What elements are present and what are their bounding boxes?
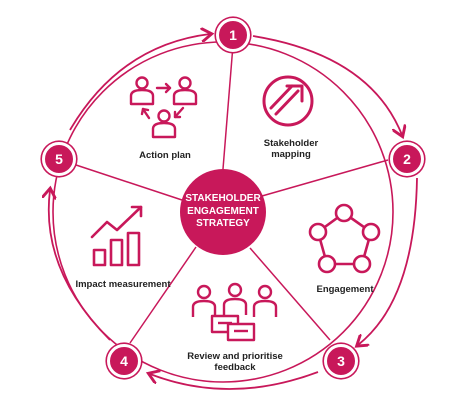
label-review-line-2: feedback xyxy=(214,362,256,373)
center-title: STAKEHOLDER ENGAGEMENT STRATEGY xyxy=(180,169,266,255)
arrow-4-5 xyxy=(49,190,111,341)
label-stakeholder-mapping-line-2: mapping xyxy=(271,149,311,160)
spokes xyxy=(69,44,389,344)
step-number-4: 4 xyxy=(107,344,141,378)
outer-arrows xyxy=(49,34,418,390)
label-review-line-1: Review and prioritise xyxy=(187,351,283,362)
growth-bar-chart-icon xyxy=(90,205,143,267)
arrow-1-2 xyxy=(252,35,402,135)
arrow-up-right-circle-icon xyxy=(262,75,314,127)
label-engagement: Engagement xyxy=(316,284,374,295)
people-cycle-icon xyxy=(129,76,198,139)
arrow-5-1 xyxy=(69,34,210,131)
center-line-2: ENGAGEMENT xyxy=(187,205,259,217)
arrow-2-3 xyxy=(358,177,418,345)
step-number-1: 1 xyxy=(216,18,250,52)
spoke-3 xyxy=(249,247,331,341)
center-line-1: STAKEHOLDER xyxy=(185,193,261,205)
spoke-1 xyxy=(222,44,234,170)
spoke-5 xyxy=(69,162,183,201)
label-impact-measurement: Impact measurement xyxy=(75,279,171,290)
label-stakeholder-mapping-line-1: Stakeholder xyxy=(263,138,319,149)
people-chat-icon xyxy=(191,282,278,342)
label-action-plan: Action plan xyxy=(139,150,191,161)
step-number-2: 2 xyxy=(390,142,424,176)
network-pentagon-icon xyxy=(308,203,381,274)
step-number-3: 3 xyxy=(324,344,358,378)
arrow-3-4 xyxy=(150,372,319,390)
spoke-2 xyxy=(261,159,389,197)
spoke-4 xyxy=(129,246,197,344)
step-number-5: 5 xyxy=(42,142,76,176)
label-stakeholder-mapping: Stakeholder mapping xyxy=(256,138,326,160)
center-line-3: STRATEGY xyxy=(196,218,250,230)
label-review: Review and prioritise feedback xyxy=(180,351,290,373)
